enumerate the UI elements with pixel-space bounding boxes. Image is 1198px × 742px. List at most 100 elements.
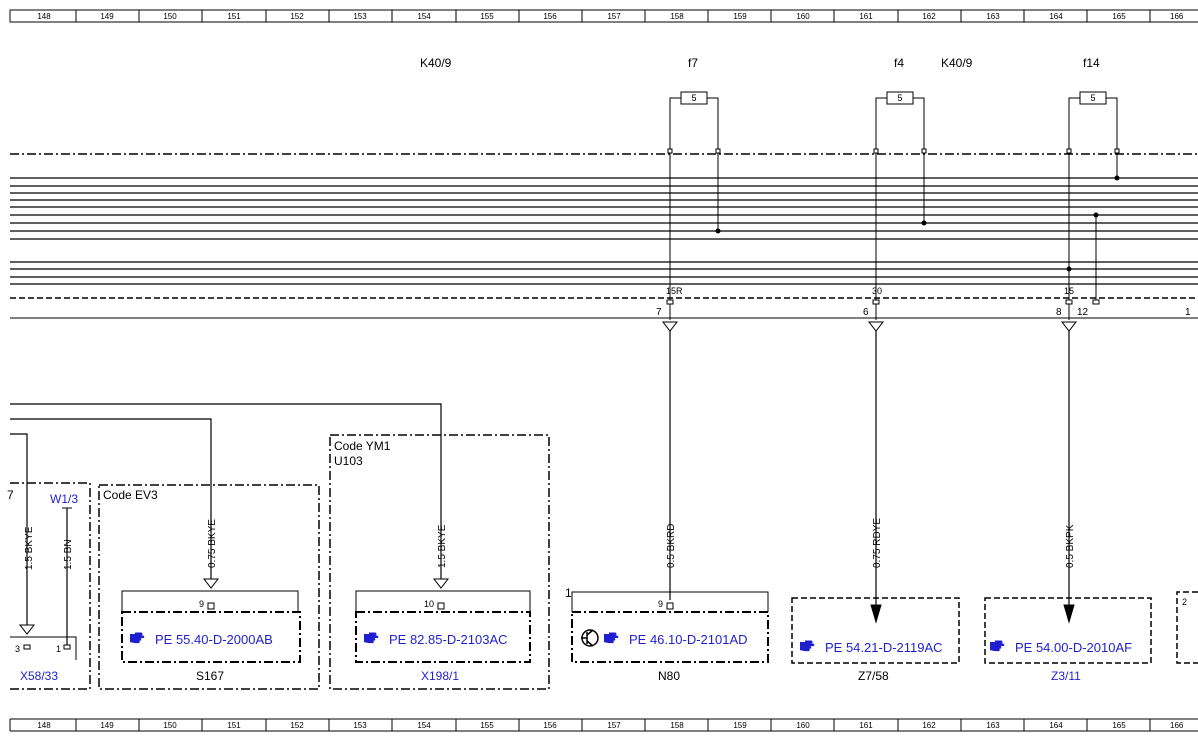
wire-label-z311: 0.5 BKPK (1065, 524, 1076, 568)
pointing-hand-icon (990, 640, 1005, 652)
ruler-col-160: 160 (796, 721, 810, 730)
wire-label-z758: 0.75 RDYE (872, 518, 883, 568)
pin-12: 12 (1077, 307, 1089, 318)
fuse-f14: 5 (1068, 91, 1118, 152)
pointing-hand-icon (604, 632, 619, 644)
x58-33-link[interactable]: X58/33 (20, 669, 58, 683)
harness-wires (10, 331, 1070, 645)
pointing-hand-icon (800, 640, 815, 652)
k40-9-label-right: K40/9 (941, 56, 973, 70)
pointing-hand-icon (130, 632, 145, 644)
x198-pin-10: 10 (424, 599, 434, 609)
ruler-col-161: 161 (859, 12, 873, 21)
module-ports (661, 299, 1100, 332)
ruler-col-161: 161 (859, 721, 873, 730)
internal-bus (10, 177, 1198, 285)
fuse-f4: 5 (875, 91, 925, 152)
ruler-col-154: 154 (417, 12, 431, 21)
x58-pin-3: 3 (15, 644, 20, 654)
ruler-col-155: 155 (480, 12, 494, 21)
right-edge-pin-2: 2 (1182, 597, 1187, 607)
x198-code-label: Code YM1 (334, 439, 391, 453)
n80-pin-9: 9 (658, 599, 663, 609)
ruler-col-150: 150 (163, 721, 177, 730)
n80-label: N80 (658, 669, 680, 683)
ruler-col-163: 163 (986, 12, 1000, 21)
ruler-col-165: 165 (1112, 12, 1126, 21)
block-z7-58: PE 54.21-D-2119AC Z7/58 (791, 597, 960, 683)
x58-pin-1: 1 (56, 644, 61, 654)
ruler-col-152: 152 (290, 12, 304, 21)
z311-reference-link[interactable]: PE 54.00-D-2010AF (990, 640, 1132, 655)
s167-pin-9: 9 (199, 599, 204, 609)
n80-reference-text: PE 46.10-D-2101AD (629, 632, 748, 647)
block-n80: 1 9 PE 46.10-D-2101AD N80 (565, 586, 769, 683)
wire-label-x198: 1.5 BKYE (437, 524, 448, 568)
ruler-col-157: 157 (607, 12, 621, 21)
x198-1-link[interactable]: X198/1 (421, 669, 459, 683)
block-x198-1: Code YM1 U103 10 PE 82.85-D-2103AC X198/… (329, 434, 550, 690)
ruler-col-151: 151 (227, 721, 241, 730)
fuse-icon (886, 91, 914, 105)
ruler-col-160: 160 (796, 12, 810, 21)
x58-partial-text: 7 (7, 488, 14, 502)
z3-11-link[interactable]: Z3/11 (1051, 669, 1081, 683)
ruler-col-155: 155 (480, 721, 494, 730)
s167-reference-link[interactable]: PE 55.40-D-2000AB (130, 632, 273, 647)
block-right-edge: 2 (1176, 591, 1198, 664)
ruler-col-148: 148 (37, 12, 51, 21)
pointing-hand-icon (364, 632, 379, 644)
ruler-col-162: 162 (922, 721, 936, 730)
terminal-15: 15 (1064, 286, 1074, 296)
wire-label-s167: 0.75 BKYE (207, 519, 218, 568)
wire-end-arrows (870, 604, 1075, 624)
ruler-col-152: 152 (290, 721, 304, 730)
top-ruler: 148 149 150 151 152 153 154 155 156 157 … (9, 9, 1198, 23)
block-z3-11: PE 54.00-D-2010AF Z3/11 (984, 597, 1152, 683)
wire-label-w13: 1.5 BN (63, 539, 74, 570)
ruler-col-162: 162 (922, 12, 936, 21)
ruler-col-166: 166 (1170, 12, 1184, 21)
ruler-col-159: 159 (733, 721, 747, 730)
x198-reference-text: PE 82.85-D-2103AC (389, 632, 508, 647)
z7-58-label: Z7/58 (858, 669, 889, 683)
w13-link[interactable]: W1/3 (50, 492, 78, 506)
ruler-col-164: 164 (1049, 12, 1063, 21)
n80-reference-link[interactable]: PE 46.10-D-2101AD (604, 632, 748, 647)
ruler-col-149: 149 (100, 12, 114, 21)
ruler-col-149: 149 (100, 721, 114, 730)
z758-reference-link[interactable]: PE 54.21-D-2119AC (800, 640, 943, 655)
block-s167: Code EV3 9 PE 55.40-D-2000AB S167 (98, 484, 320, 690)
pin-7: 7 (656, 307, 662, 318)
ruler-col-158: 158 (670, 721, 684, 730)
fuse-icon (680, 91, 708, 105)
ruler-col-156: 156 (543, 721, 557, 730)
ruler-col-164: 164 (1049, 721, 1063, 730)
ruler-col-165: 165 (1112, 721, 1126, 730)
x198-reference-link[interactable]: PE 82.85-D-2103AC (364, 632, 508, 647)
wire-label-n80: 0.5 BKRD (666, 524, 677, 568)
fuse-f14-label: f14 (1083, 56, 1100, 70)
z311-reference-text: PE 54.00-D-2010AF (1015, 640, 1132, 655)
ruler-col-148: 148 (37, 721, 51, 730)
fuse-f14-rating: 5 (1090, 93, 1095, 103)
s167-label: S167 (196, 669, 224, 683)
ruler-col-159: 159 (733, 12, 747, 21)
n80-corner-pin: 1 (565, 586, 572, 600)
ruler-col-154: 154 (417, 721, 431, 730)
pin-8: 8 (1056, 307, 1062, 318)
ruler-col-153: 153 (353, 12, 367, 21)
block-x58-33: 7 W1/3 3 1 X58/33 (7, 482, 91, 690)
ruler-col-163: 163 (986, 721, 1000, 730)
ruler-col-157: 157 (607, 721, 621, 730)
transistor-icon (581, 629, 599, 647)
fuse-f7-rating: 5 (691, 93, 696, 103)
ruler-col-166: 166 (1170, 721, 1184, 730)
fuse-f7-label: f7 (688, 56, 698, 70)
bottom-ruler: 148 149 150 151 152 153 154 155 156 157 … (9, 718, 1198, 732)
connector-triangles (18, 578, 450, 635)
s167-reference-text: PE 55.40-D-2000AB (155, 632, 273, 647)
s167-code-label: Code EV3 (103, 488, 158, 502)
ruler-col-151: 151 (227, 12, 241, 21)
fuse-internal-wiring (667, 148, 1120, 302)
